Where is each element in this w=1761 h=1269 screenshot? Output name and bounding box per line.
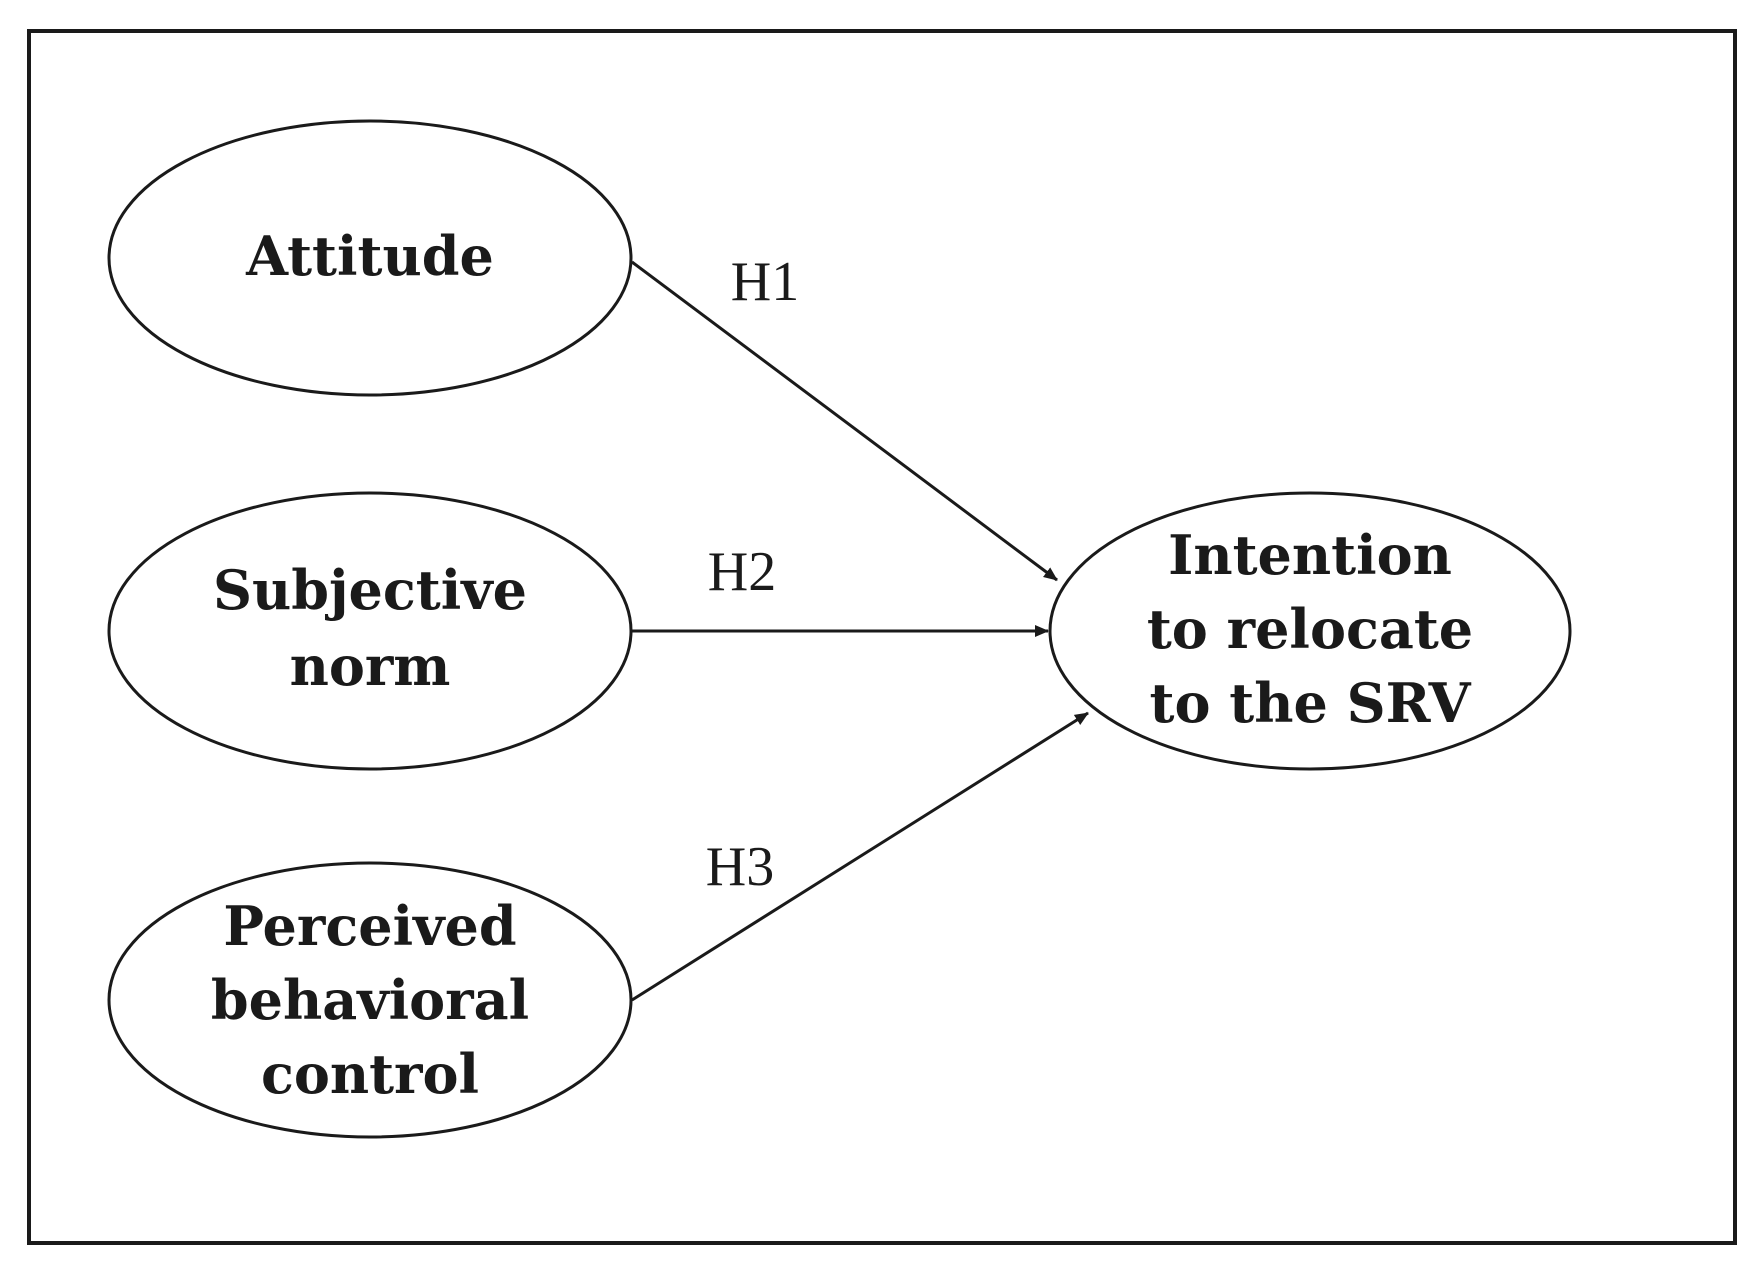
node-subjective-norm: Subjective norm xyxy=(107,491,633,771)
node-pbc-label-line-2: behavioral xyxy=(211,968,529,1032)
node-intention-label-line-3: to the SRV xyxy=(1150,671,1472,735)
node-attitude-label-line-1: Attitude xyxy=(245,224,494,288)
node-intention-ellipse xyxy=(1048,491,1572,771)
edge-h1-label: H1 xyxy=(731,251,799,313)
edge-h3-arrow xyxy=(631,711,1089,1002)
edge-h1-arrow xyxy=(631,260,1058,582)
node-intention-label-line-2: to relocate xyxy=(1147,597,1473,661)
node-pbc-label-line-1: Perceived xyxy=(223,894,516,958)
node-pbc-ellipse xyxy=(107,861,633,1139)
node-attitude-ellipse xyxy=(107,119,633,397)
node-intention: Intention to relocate to the SRV xyxy=(1048,491,1572,771)
node-subjective-norm-label-line-2: norm xyxy=(290,634,451,698)
node-subjective-norm-label-line-1: Subjective xyxy=(213,558,527,622)
node-subjective-norm-ellipse xyxy=(107,491,633,771)
node-intention-label-line-1: Intention xyxy=(1168,523,1452,587)
node-perceived-behavioral-control: Perceived behavioral control xyxy=(107,861,633,1139)
node-attitude: Attitude xyxy=(107,119,633,397)
node-pbc-label-line-3: control xyxy=(261,1042,479,1106)
edge-h2-label: H2 xyxy=(708,541,776,603)
edge-h3-label: H3 xyxy=(706,836,774,898)
